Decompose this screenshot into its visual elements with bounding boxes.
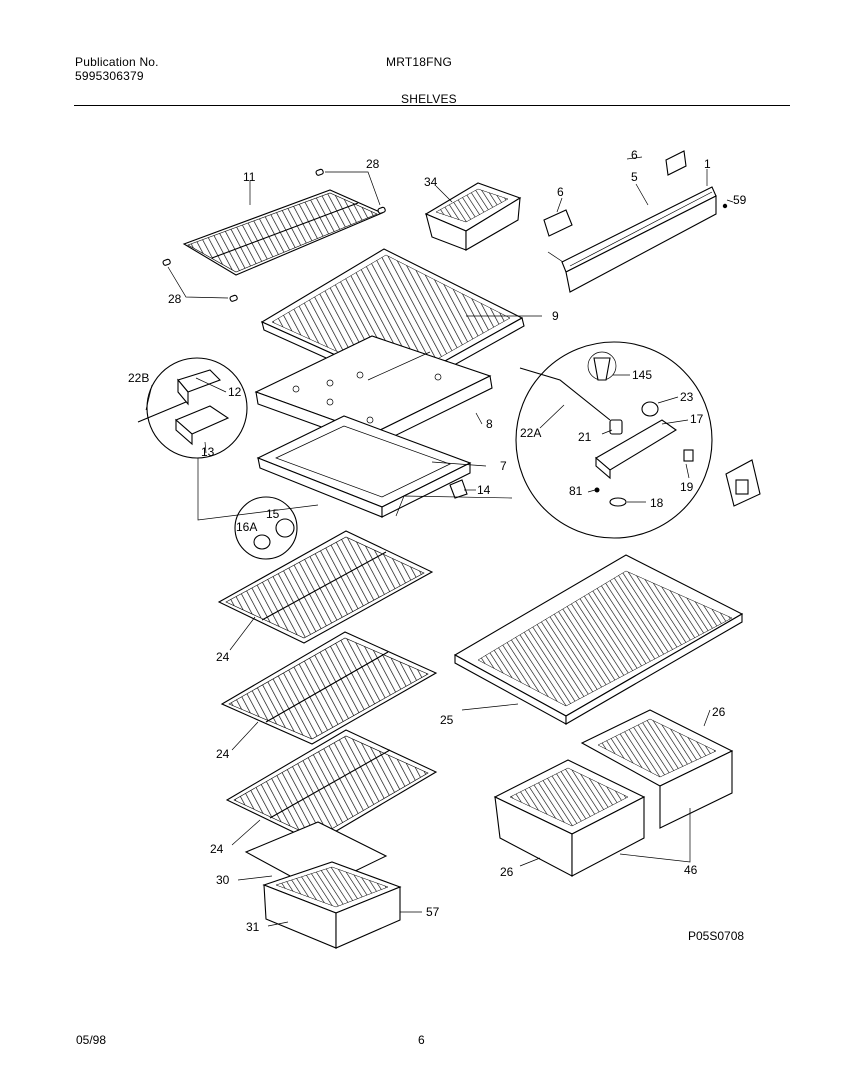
callout-28-top: 28 <box>366 157 380 171</box>
callout-26-left: 26 <box>500 865 514 879</box>
callout-13: 13 <box>201 445 215 459</box>
callout-5: 5 <box>631 170 638 184</box>
model-number: MRT18FNG <box>386 55 453 69</box>
callout-26-right: 26 <box>712 705 726 719</box>
callout-11: 11 <box>243 170 256 184</box>
crisper-cover-frame <box>256 415 472 518</box>
callout-28-bottom: 28 <box>168 292 182 306</box>
header-rule <box>74 105 790 106</box>
callout-81: 81 <box>569 484 583 498</box>
callout-23: 23 <box>680 390 694 404</box>
callout-15: 15 <box>266 507 280 521</box>
publication-label: Publication No. <box>75 55 159 69</box>
callout-17: 17 <box>690 412 704 426</box>
crisper-glass-shelf <box>453 554 744 725</box>
callout-18: 18 <box>650 496 664 510</box>
callout-34: 34 <box>424 175 438 189</box>
callout-12: 12 <box>228 385 242 399</box>
shelf-clips <box>162 168 386 302</box>
crisper-drawer-back <box>580 709 734 829</box>
callout-16A: 16A <box>236 520 257 534</box>
callout-6-top: 6 <box>631 148 638 162</box>
ice-bin <box>424 182 522 251</box>
crisper-drawer-front <box>493 759 691 877</box>
footer-page-number: 6 <box>418 1033 425 1047</box>
detail-circle-small <box>234 496 298 560</box>
wire-shelf-3 <box>225 729 438 846</box>
wire-shelf-1 <box>217 530 434 651</box>
callout-30: 30 <box>216 873 230 887</box>
detail-circle-left <box>137 357 248 459</box>
callout-57: 57 <box>426 905 440 919</box>
callout-14: 14 <box>477 483 491 497</box>
callout-8: 8 <box>486 417 493 431</box>
callout-59: 59 <box>733 193 747 207</box>
drawing-code: P05S0708 <box>688 929 744 943</box>
light-switch <box>725 459 761 507</box>
callout-19: 19 <box>680 480 694 494</box>
section-title: SHELVES <box>401 92 457 106</box>
detail-circle-right <box>515 341 713 539</box>
callout-145: 145 <box>632 368 652 382</box>
meat-pan <box>262 861 422 949</box>
callout-46: 46 <box>684 863 698 877</box>
callout-24-b: 24 <box>216 747 230 761</box>
footer-date: 05/98 <box>76 1033 107 1047</box>
light-shield-rail <box>543 150 728 293</box>
leader-lines <box>145 156 734 521</box>
callout-labels: 1 5 6 6 59 11 28 28 34 9 22B 12 13 8 7 1… <box>128 148 747 943</box>
wire-shelf-2 <box>220 631 438 751</box>
publication-number: 5995306379 <box>75 69 144 83</box>
callout-24-c: 24 <box>210 842 224 856</box>
callout-21: 21 <box>578 430 592 444</box>
callout-22A: 22A <box>520 426 541 440</box>
callout-22B: 22B <box>128 371 149 385</box>
callout-7: 7 <box>500 459 507 473</box>
callout-6-bracket: 6 <box>557 185 564 199</box>
freezer-wire-shelf <box>182 189 384 276</box>
callout-24-a: 24 <box>216 650 230 664</box>
callout-1: 1 <box>704 157 711 171</box>
callout-31: 31 <box>246 920 260 934</box>
callout-25: 25 <box>440 713 454 727</box>
callout-9: 9 <box>552 309 559 323</box>
